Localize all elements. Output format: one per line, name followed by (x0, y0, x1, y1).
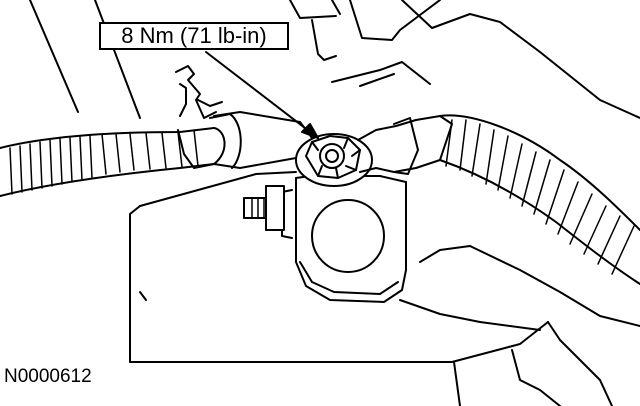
callout-leader-arrow (205, 51, 319, 139)
torque-callout: 8 Nm (71 lb-in) (99, 22, 289, 50)
battery-housing (129, 171, 640, 406)
terminal-nut (295, 133, 373, 187)
clamp-bolt (243, 185, 285, 231)
body-panel-outlines (29, 0, 640, 119)
left-cable-conduit (0, 127, 226, 197)
figure-reference-number: N0000612 (4, 366, 92, 387)
cable-clip-bracket (175, 65, 223, 169)
battery-terminal-clamp (281, 175, 407, 303)
right-cable (357, 114, 640, 285)
